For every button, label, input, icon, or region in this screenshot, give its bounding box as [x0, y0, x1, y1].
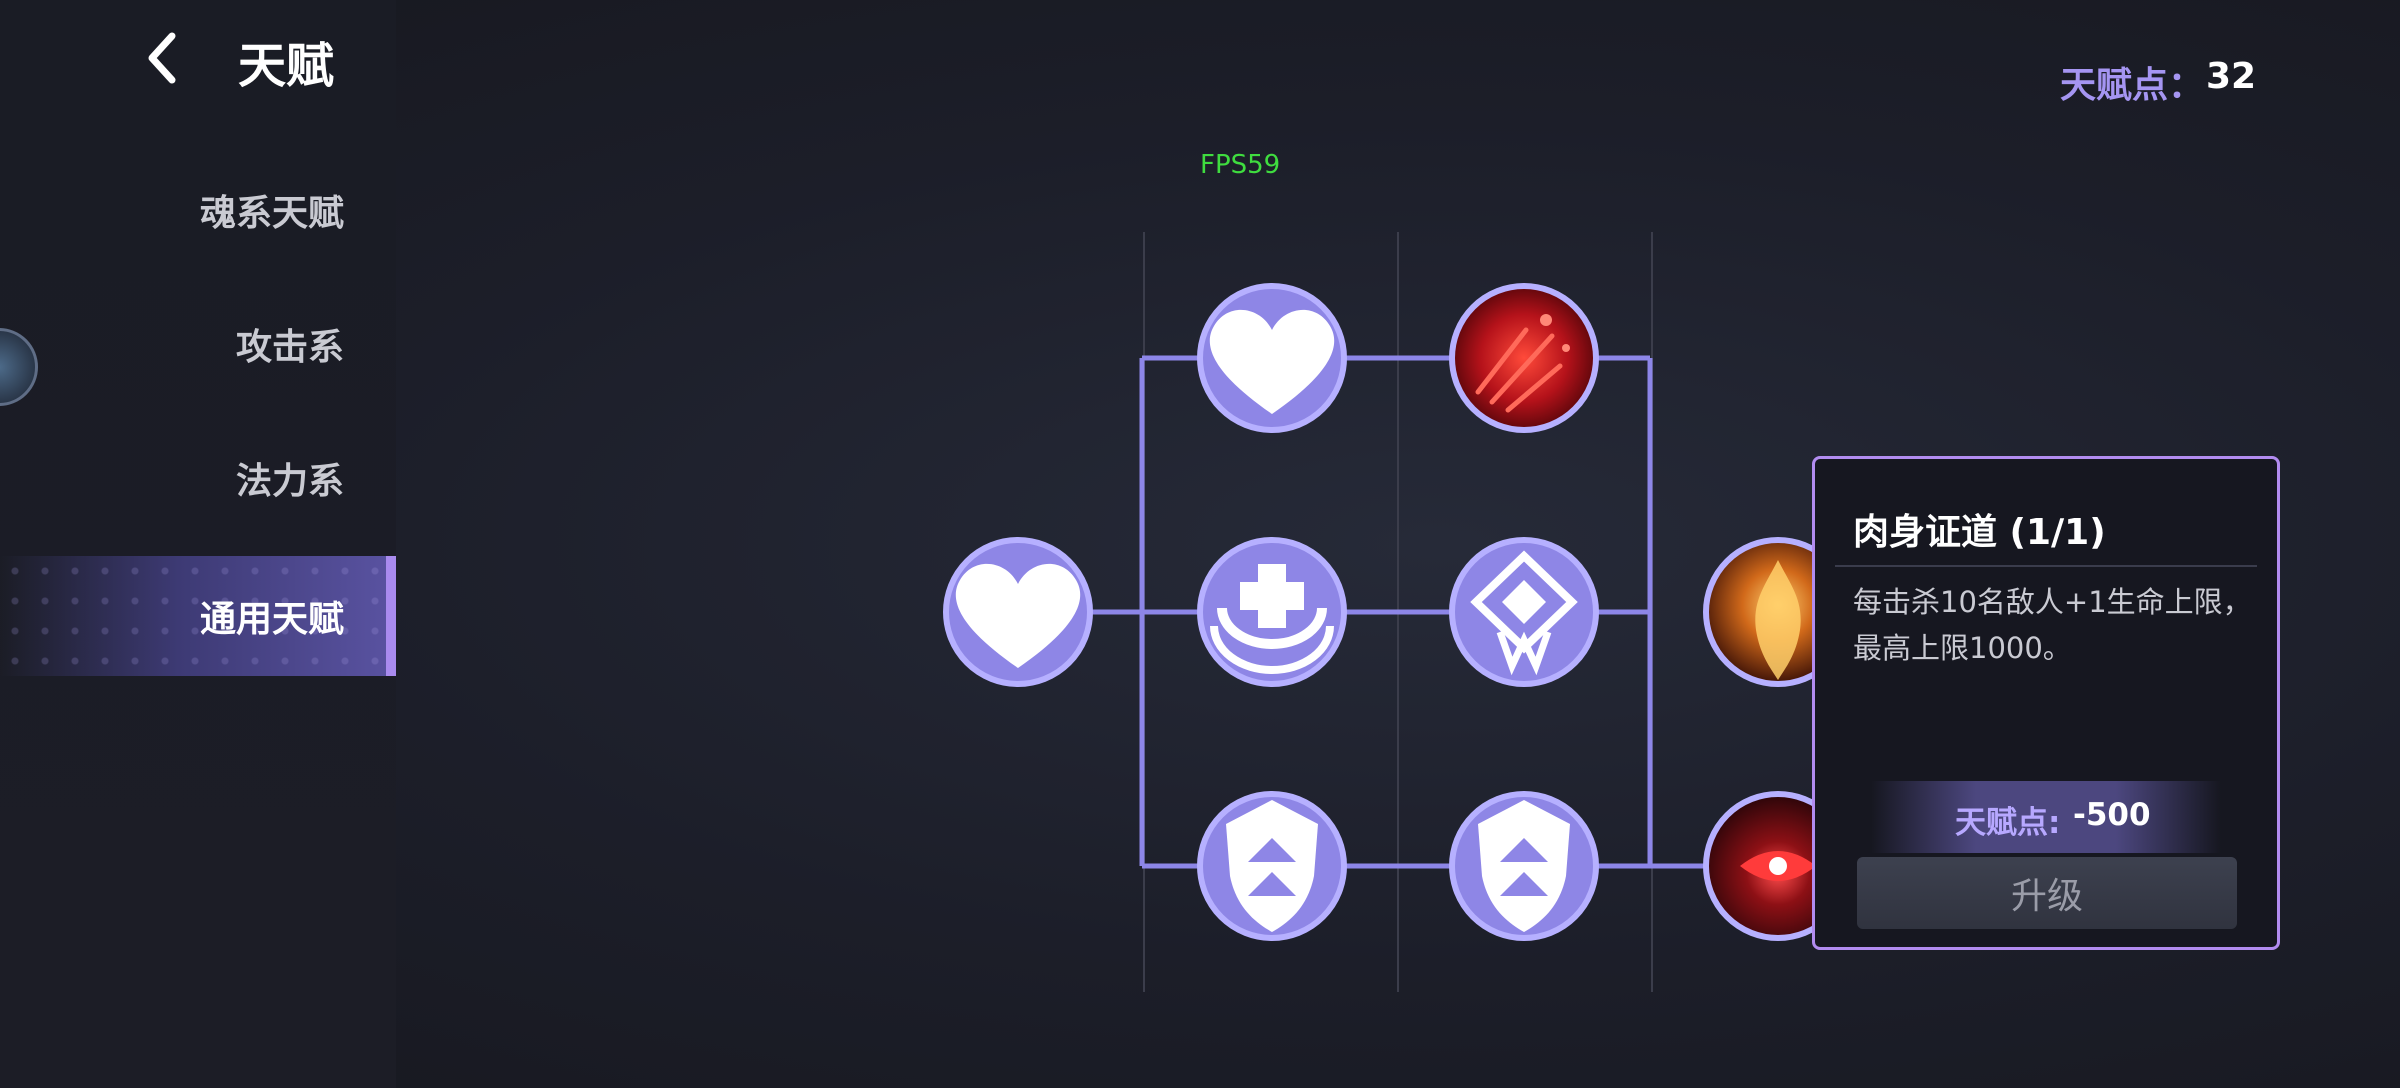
back-arrow-icon[interactable] — [138, 30, 188, 86]
heart-icon — [955, 563, 1081, 668]
upgrade-button-label: 升级 — [2010, 876, 2083, 917]
cost-label: 天赋点: — [1955, 805, 2061, 841]
upgrade-button[interactable]: 升级 — [1857, 857, 2237, 929]
talent-node-armor-shield-2[interactable] — [1449, 791, 1599, 941]
nav-item-soul[interactable]: 魂系天赋 — [0, 150, 396, 270]
nav-item-label: 法力系 — [235, 461, 344, 502]
fps-counter: FPS59 — [1200, 150, 1281, 180]
talent-node-blood-burst[interactable] — [1449, 283, 1599, 433]
blood-splash-icon — [1475, 327, 1563, 413]
talent-node-root-heart[interactable] — [943, 537, 1093, 687]
nav-item-general[interactable]: 通用天赋 — [0, 556, 396, 676]
popup-description: 每击杀10名敌人+1生命上限，最高上限1000。 — [1853, 585, 2252, 665]
shield-chevron-icon — [1478, 800, 1570, 932]
heal-cross-icon — [1210, 564, 1334, 674]
flame-warrior-icon — [1755, 560, 1801, 680]
shield-chevron-icon — [1226, 800, 1318, 932]
talent-node-armor-shield-1[interactable] — [1197, 791, 1347, 941]
nav-item-label: 通用天赋 — [199, 599, 344, 640]
talent-node-heart[interactable] — [1197, 283, 1347, 433]
popup-divider — [1835, 565, 2257, 567]
talent-node-eye-emblem[interactable] — [1449, 537, 1599, 687]
cost-value: -500 — [2073, 797, 2151, 833]
nav-item-mana[interactable]: 法力系 — [0, 418, 396, 538]
talent-detail-popup: 肉身证道 (1/1) 每击杀10名敌人+1生命上限，最高上限1000。 天赋点:… — [1812, 456, 2280, 950]
popup-title: 肉身证道 (1/1) — [1853, 512, 2106, 553]
page-title: 天赋 — [238, 38, 335, 94]
talent-points-label: 天赋点： — [2060, 65, 2205, 106]
cost-bar — [1871, 781, 2221, 853]
nav-item-label: 攻击系 — [235, 327, 344, 368]
talent-node-heal-ring[interactable] — [1197, 537, 1347, 687]
heart-icon — [1209, 309, 1335, 414]
eye-emblem-icon — [1470, 550, 1578, 676]
sidebar: 天赋 魂系天赋 攻击系 法力系 通用天赋 — [0, 0, 396, 1088]
talent-points-value: 32 — [2206, 56, 2257, 97]
nav-item-attack[interactable]: 攻击系 — [0, 284, 396, 404]
nav-item-label: 魂系天赋 — [199, 193, 344, 234]
